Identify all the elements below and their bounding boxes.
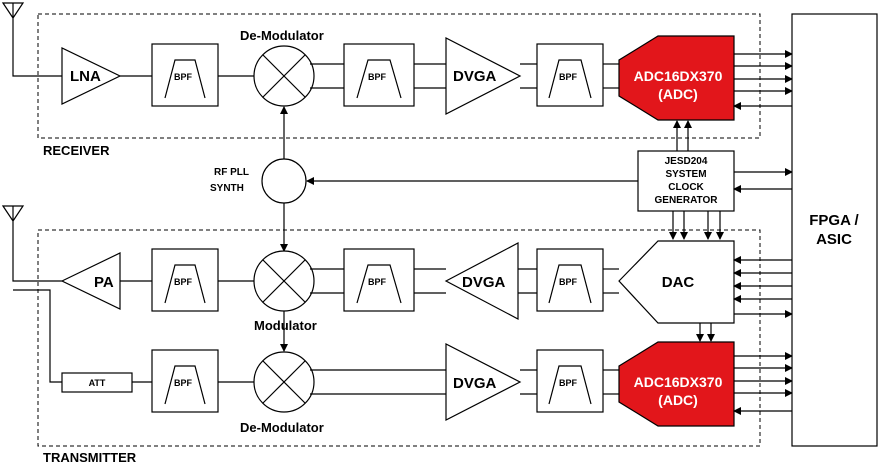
svg-text:ADC16DX370: ADC16DX370 <box>634 374 723 390</box>
svg-text:BPF: BPF <box>174 378 193 388</box>
receiver-adc-to-fpga-arrows <box>733 50 793 110</box>
transmitter-dvga: DVGA <box>444 242 519 320</box>
svg-text:BPF: BPF <box>368 277 387 287</box>
clock-fpga-arrows <box>733 168 793 193</box>
receiver-dvga: DVGA <box>445 37 522 115</box>
svg-text:ASIC: ASIC <box>816 231 852 248</box>
att-block: ATT <box>61 372 133 393</box>
svg-text:(ADC): (ADC) <box>658 392 698 408</box>
receiver-section-label: RECEIVER <box>43 143 110 158</box>
svg-text:GENERATOR: GENERATOR <box>655 195 719 206</box>
fpga-to-dac-arrows <box>733 256 793 318</box>
svg-text:DVGA: DVGA <box>462 274 506 291</box>
pa-amplifier: PA <box>60 252 121 310</box>
svg-text:DVGA: DVGA <box>453 68 497 85</box>
feedback-adc-to-fpga-arrows <box>733 352 793 415</box>
transmitter-modulator-label: Modulator <box>254 318 317 333</box>
feedback-iq-lines-2 <box>520 369 537 395</box>
svg-text:BPF: BPF <box>368 72 387 82</box>
receiver-demodulator-label: De-Modulator <box>240 28 324 43</box>
transmitter-iq-lines-1 <box>310 268 344 294</box>
rf-pll-synth <box>261 158 307 204</box>
svg-text:LNA: LNA <box>70 68 101 85</box>
feedback-demodulator-label: De-Modulator <box>240 420 324 435</box>
svg-text:ADC16DX370: ADC16DX370 <box>634 68 723 84</box>
clock-to-fb-adc-arrows <box>696 323 715 342</box>
lna-amplifier: LNA <box>61 47 122 105</box>
svg-text:ATT: ATT <box>89 378 106 388</box>
transmitter-bpf-2: BPF <box>343 248 415 312</box>
receiver-iq-lines-1 <box>310 63 344 89</box>
svg-text:(ADC): (ADC) <box>658 86 698 102</box>
clock-to-dac-arrows <box>669 211 724 240</box>
receiver-adc-block: ADC16DX370 (ADC) <box>618 35 735 121</box>
rf-pll-synth-label-1: RF PLL <box>214 167 249 178</box>
transmitter-bpf-1: BPF <box>151 248 219 312</box>
svg-text:BPF: BPF <box>174 277 193 287</box>
receiver-bpf-2: BPF <box>343 43 415 107</box>
feedback-adc-block: ADC16DX370 (ADC) <box>618 341 735 427</box>
svg-text:CLOCK: CLOCK <box>668 182 704 193</box>
svg-text:DAC: DAC <box>662 274 695 291</box>
transmitter-section-label: TRANSMITTER <box>43 450 137 465</box>
svg-text:FPGA /: FPGA / <box>809 212 859 229</box>
receiver-bpf-3: BPF <box>536 43 604 107</box>
clock-to-rx-adc-arrows <box>673 120 692 151</box>
fpga-asic-block: FPGA / ASIC <box>791 13 878 447</box>
transmitter-bpf-3: BPF <box>536 248 604 312</box>
feedback-bpf-1: BPF <box>151 349 219 413</box>
transmitter-section-box <box>37 229 761 447</box>
jesd204-clock-generator: JESD204 SYSTEM CLOCK GENERATOR <box>637 150 735 212</box>
feedback-bpf-2: BPF <box>536 349 604 413</box>
svg-text:SYSTEM: SYSTEM <box>665 169 706 180</box>
transmitter-iq-lines-2 <box>414 268 446 294</box>
rf-pll-synth-label-2: SYNTH <box>210 183 244 194</box>
receiver-iq-lines-2 <box>414 63 446 89</box>
receiver-iq-lines-4 <box>603 63 619 89</box>
svg-text:BPF: BPF <box>174 72 193 82</box>
svg-text:DVGA: DVGA <box>453 375 497 392</box>
transmitter-modulator-mixer <box>253 250 315 312</box>
transmitter-antenna-icon <box>1 205 62 282</box>
receiver-iq-lines-3 <box>520 63 537 89</box>
feedback-iq-lines-3 <box>603 369 619 395</box>
feedback-coupler-wire <box>13 289 62 383</box>
receiver-bpf-1: BPF <box>151 43 219 107</box>
feedback-iq-lines-1 <box>310 369 446 395</box>
svg-text:PA: PA <box>94 274 114 291</box>
svg-text:BPF: BPF <box>559 277 578 287</box>
feedback-dvga: DVGA <box>445 343 522 421</box>
transmitter-iq-lines-4 <box>603 268 619 294</box>
receiver-section-box <box>37 13 761 139</box>
dac-block: DAC <box>618 240 735 324</box>
receiver-demodulator-mixer <box>253 45 315 107</box>
svg-text:BPF: BPF <box>559 72 578 82</box>
svg-text:JESD204: JESD204 <box>665 156 708 167</box>
feedback-demodulator-mixer <box>253 351 315 413</box>
receiver-antenna-icon <box>1 2 62 77</box>
transmitter-iq-lines-3 <box>518 268 537 294</box>
svg-text:BPF: BPF <box>559 378 578 388</box>
